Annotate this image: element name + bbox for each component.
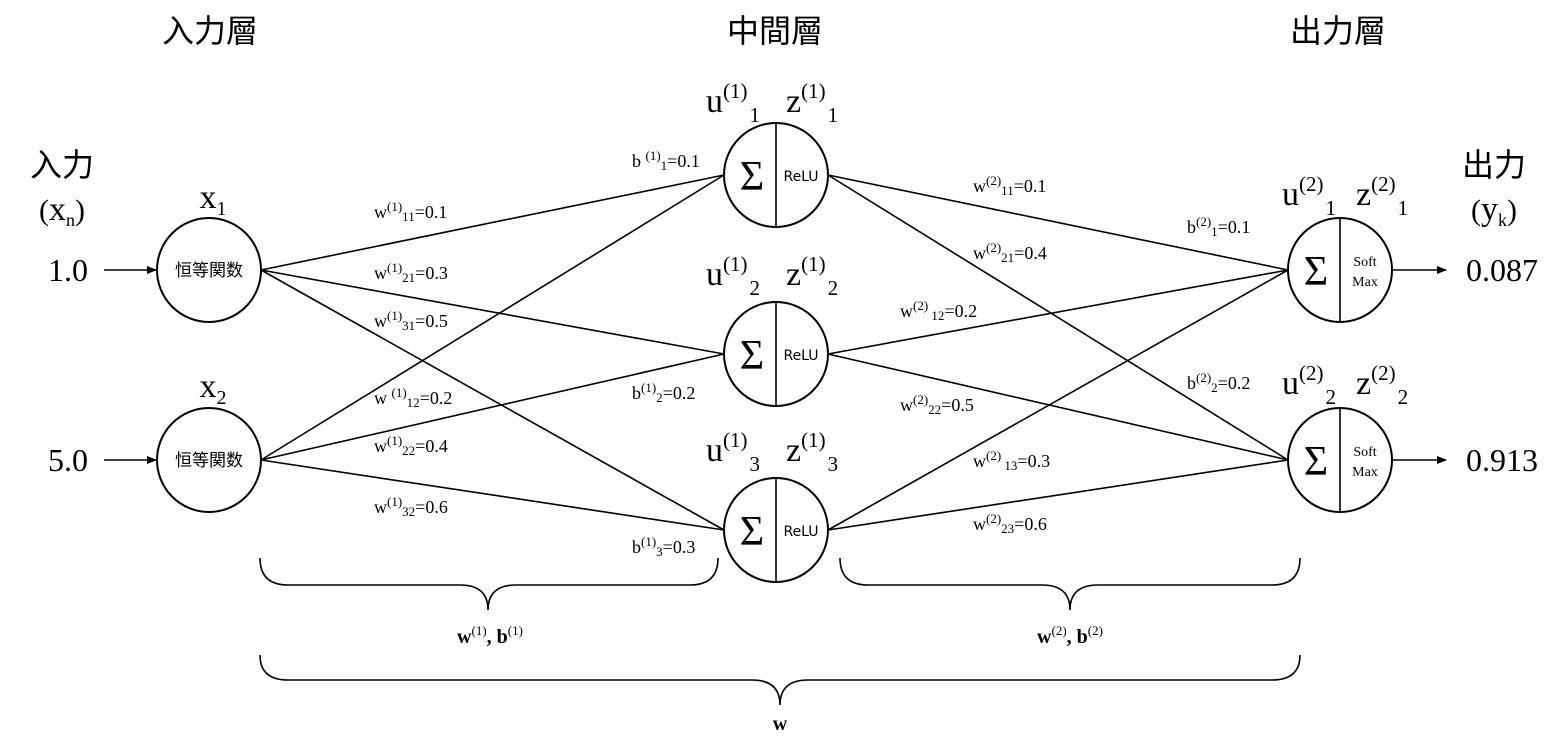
activation-label-line-1: Soft bbox=[1353, 445, 1376, 460]
edge-x2-h3 bbox=[260, 459, 725, 531]
output-node-1: u(2)1 z(2)1 Σ Soft Max b(2)1=0.1 bbox=[1187, 172, 1447, 323]
weight-label-w2-13: w(2) 13=0.3 bbox=[973, 448, 1050, 473]
bias-label-hidden-1: b (1)1=0.1 bbox=[632, 148, 700, 173]
output-node-1-z: z(2)1 bbox=[1356, 172, 1408, 220]
activation-label: ReLU bbox=[783, 524, 818, 540]
edge-x1-h2 bbox=[260, 269, 725, 355]
edge-x1-h1 bbox=[260, 174, 725, 271]
edge-h3-o1 bbox=[827, 269, 1289, 531]
weight-labels-layer-2: w(2)11=0.1 w(2)21=0.4 w(2) 12=0.2 w(2)22… bbox=[900, 173, 1050, 536]
weight-label-w1-32: w(1)32=0.6 bbox=[374, 494, 448, 519]
weight-label-w2-11: w(2)11=0.1 bbox=[973, 173, 1046, 198]
input-layer-title: 入力層 bbox=[162, 13, 258, 49]
activation-label-line-2: Max bbox=[1352, 275, 1378, 290]
input-symbol: (xn) bbox=[39, 191, 85, 230]
bias-label-hidden-3: b(1)3=0.3 bbox=[632, 534, 695, 559]
input-side-title: 入力 bbox=[30, 147, 94, 183]
activation-label: ReLU bbox=[783, 348, 818, 364]
sigma-icon: Σ bbox=[740, 333, 764, 379]
sigma-icon: Σ bbox=[740, 509, 764, 555]
edge-x1-h3 bbox=[260, 269, 725, 531]
weight-label-w1-12: w (1)12=0.2 bbox=[374, 385, 452, 410]
edge-h3-o2 bbox=[827, 459, 1289, 531]
input-node-circle-2 bbox=[156, 407, 262, 513]
edge-x2-h1 bbox=[260, 174, 725, 461]
activation-label: ReLU bbox=[783, 169, 818, 185]
hidden-node-2-u: u(1)2 bbox=[706, 252, 760, 300]
output-symbol: (yk) bbox=[1471, 191, 1517, 230]
output-value-2: 0.913 bbox=[1466, 442, 1538, 478]
hidden-node-3: u(1)3 z(1)3 Σ ReLU b(1)3=0.3 bbox=[632, 428, 838, 583]
brace-label-first: w(1), b(1) bbox=[457, 623, 523, 648]
weight-label-w1-22: w(1)22=0.4 bbox=[374, 433, 448, 458]
brace-label-all: w bbox=[773, 713, 788, 735]
input-node-2: x2 恒等関数 bbox=[156, 368, 262, 513]
weight-label-w2-21: w(2)21=0.4 bbox=[973, 240, 1047, 265]
edge-x2-h2 bbox=[260, 353, 725, 461]
output-node-2-u: u(2)2 bbox=[1282, 361, 1336, 409]
hidden-layer-title: 中間層 bbox=[727, 13, 823, 49]
bias-label-hidden-2: b(1)2=0.2 bbox=[632, 380, 695, 405]
sigma-icon: Σ bbox=[1304, 249, 1328, 295]
sigma-icon: Σ bbox=[740, 154, 764, 200]
hidden-node-2-z: z(1)2 bbox=[786, 252, 838, 300]
output-node-2-z: z(2)2 bbox=[1356, 361, 1408, 409]
connections-layer-2 bbox=[827, 174, 1289, 531]
input-node-circle-1 bbox=[156, 217, 262, 323]
hidden-node-2: u(1)2 z(1)2 Σ ReLU b(1)2=0.2 bbox=[632, 252, 838, 407]
weight-label-w2-22: w(2)22=0.5 bbox=[900, 392, 974, 417]
connections-layer-1 bbox=[260, 174, 725, 531]
edge-h1-o2 bbox=[827, 174, 1289, 461]
weight-labels-layer-1: w(1)11=0.1 w(1)21=0.3 w(1)31=0.5 w (1)12… bbox=[374, 199, 452, 519]
brace-label-second: w(2), b(2) bbox=[1037, 623, 1103, 648]
sigma-icon: Σ bbox=[1304, 439, 1328, 485]
weight-label-w2-12: w(2) 12=0.2 bbox=[900, 298, 977, 323]
edge-h1-o1 bbox=[827, 174, 1289, 271]
activation-label-line-2: Max bbox=[1352, 465, 1378, 480]
hidden-node-3-u: u(1)3 bbox=[706, 428, 760, 476]
brace-all bbox=[259, 654, 1301, 706]
output-side-title: 出力 bbox=[1462, 147, 1526, 183]
input-node-1: x1 恒等関数 bbox=[156, 179, 262, 323]
input-node-func-2: 恒等関数 bbox=[175, 451, 243, 471]
hidden-node-1-u: u(1)1 bbox=[706, 79, 760, 127]
output-node-2: u(2)2 z(2)2 Σ Soft Max b(2)2=0.2 bbox=[1187, 361, 1447, 513]
brace-first-layer bbox=[259, 557, 719, 611]
hidden-node-3-z: z(1)3 bbox=[786, 428, 838, 476]
weight-label-w1-31: w(1)31=0.5 bbox=[374, 308, 448, 333]
activation-label-line-1: Soft bbox=[1353, 255, 1376, 270]
input-value-1: 1.0 bbox=[48, 252, 88, 288]
weight-label-w2-23: w(2)23=0.6 bbox=[973, 511, 1047, 536]
output-layer-title: 出力層 bbox=[1290, 13, 1386, 49]
input-node-func-1: 恒等関数 bbox=[175, 261, 243, 281]
input-node-label-2: x2 bbox=[200, 368, 227, 409]
edge-h2-o1 bbox=[827, 269, 1289, 355]
bias-label-output-1: b(2)1=0.1 bbox=[1187, 214, 1250, 239]
weight-label-w1-11: w(1)11=0.1 bbox=[374, 199, 447, 224]
brace-second-layer bbox=[839, 557, 1301, 611]
bias-label-output-2: b(2)2=0.2 bbox=[1187, 370, 1250, 395]
edge-h2-o2 bbox=[827, 353, 1289, 461]
input-node-label-1: x1 bbox=[200, 179, 227, 220]
weight-label-w1-21: w(1)21=0.3 bbox=[374, 260, 448, 285]
input-value-2: 5.0 bbox=[48, 442, 88, 478]
output-value-1: 0.087 bbox=[1466, 252, 1538, 288]
hidden-node-1: u(1)1 z(1)1 Σ ReLU b (1)1=0.1 bbox=[632, 79, 838, 228]
output-node-1-u: u(2)1 bbox=[1282, 172, 1336, 220]
hidden-node-1-z: z(1)1 bbox=[786, 79, 838, 127]
